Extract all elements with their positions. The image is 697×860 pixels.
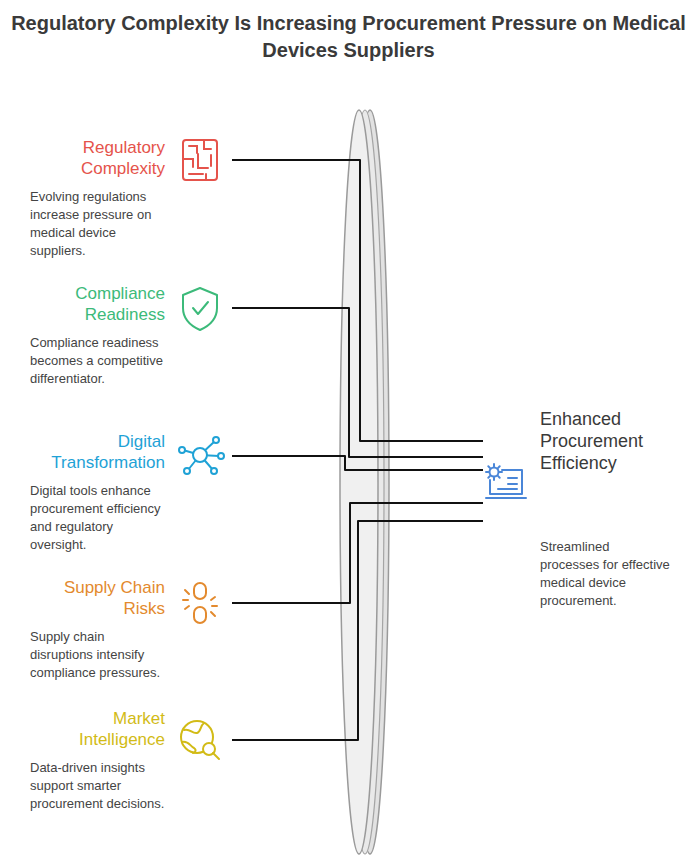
connector-line xyxy=(232,521,483,740)
maze-walls xyxy=(183,140,211,180)
text-column: Supply Chain RisksSupply chain disruptio… xyxy=(30,577,165,682)
globe-search-icon xyxy=(181,721,219,759)
network-dot xyxy=(213,437,219,443)
node-description: Supply chain disruptions intensify compl… xyxy=(30,628,165,682)
text-column: Regulatory ComplexityEvolving regulation… xyxy=(30,137,165,260)
network-dot xyxy=(218,453,224,459)
text-column: Digital TransformationDigital tools enha… xyxy=(30,431,165,554)
chain-sparks xyxy=(183,590,217,616)
node-description: Digital tools enhance procurement effici… xyxy=(30,482,165,554)
screen-lines xyxy=(498,478,517,489)
node-heading: Supply Chain Risks xyxy=(30,577,165,619)
node-heading: Compliance Readiness xyxy=(30,283,165,325)
chain-link xyxy=(194,583,206,599)
node-description: Compliance readiness becomes a competiti… xyxy=(30,334,165,388)
node-heading: Market Intelligence xyxy=(30,708,165,750)
shield-outline xyxy=(183,288,217,330)
text-column: Market IntelligenceData-driven insights … xyxy=(30,708,165,813)
node-description: Evolving regulations increase pressure o… xyxy=(30,188,165,260)
node-heading: Regulatory Complexity xyxy=(30,137,165,179)
diagram-title: Regulatory Complexity Is Increasing Proc… xyxy=(8,10,689,64)
connector-line xyxy=(232,160,483,441)
broken-chain-icon xyxy=(183,583,217,623)
laptop-gear-icon xyxy=(486,464,526,498)
gear-teeth xyxy=(486,464,502,480)
network-dot xyxy=(211,468,217,474)
laptop-base xyxy=(486,497,526,499)
network-hub xyxy=(193,448,207,462)
network-icon xyxy=(179,437,224,474)
driver-node: Supply Chain RisksSupply chain disruptio… xyxy=(30,577,232,682)
text-column: Compliance ReadinessCompliance readiness… xyxy=(30,283,165,388)
connector-line xyxy=(232,456,483,470)
node-heading: Digital Transformation xyxy=(30,431,165,473)
check-mark xyxy=(193,302,208,314)
driver-node: Compliance ReadinessCompliance readiness… xyxy=(30,283,232,388)
driver-node: Market IntelligenceData-driven insights … xyxy=(30,708,232,813)
screen-outline xyxy=(490,470,522,494)
connector-line xyxy=(232,308,483,457)
outcome-node: Enhanced Procurement EfficiencyStreamlin… xyxy=(483,408,688,610)
gear xyxy=(490,468,499,477)
node-heading: Enhanced Procurement Efficiency xyxy=(540,408,675,474)
globe-continents xyxy=(182,723,204,753)
chain-link xyxy=(194,607,206,623)
maze-icon xyxy=(183,140,217,180)
network-dot xyxy=(184,468,190,474)
node-description: Streamlined processes for effective medi… xyxy=(540,538,672,610)
text-column: Enhanced Procurement EfficiencyStreamlin… xyxy=(483,408,675,610)
driver-node: Regulatory ComplexityEvolving regulation… xyxy=(30,137,232,260)
magnifier-handle xyxy=(213,753,219,759)
driver-node: Digital TransformationDigital tools enha… xyxy=(30,431,232,554)
node-description: Data-driven insights support smarter pro… xyxy=(30,759,165,813)
network-dot xyxy=(179,447,185,453)
maze-frame xyxy=(183,140,217,180)
shield-icon xyxy=(183,288,217,330)
network-spokes xyxy=(183,441,219,470)
